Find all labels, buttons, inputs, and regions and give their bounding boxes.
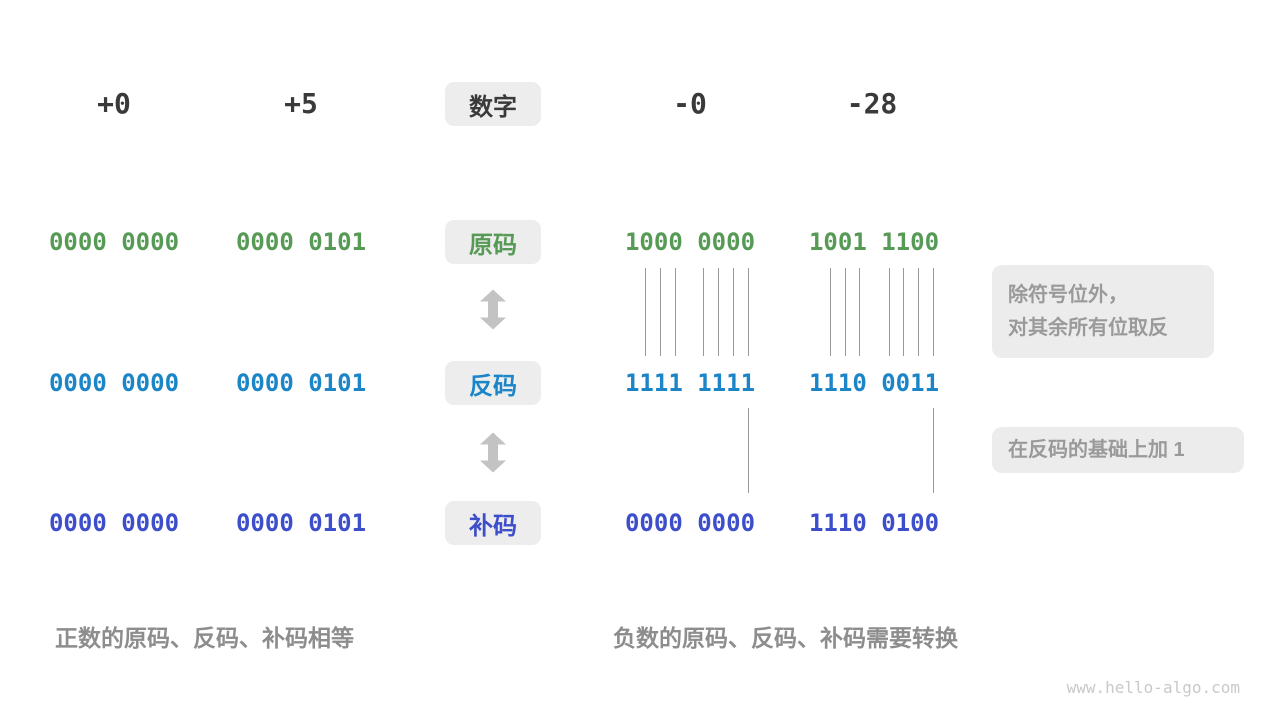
convert-arrow-icon — [480, 432, 506, 478]
number-plus-5: +5 — [284, 87, 318, 120]
bit-invert-line — [748, 268, 749, 356]
twos-complement-value: 0000 0000 — [624, 509, 756, 537]
bit-invert-line — [660, 268, 661, 356]
add-one-line — [748, 408, 749, 493]
number-minus-0: -0 — [673, 87, 707, 120]
ones-complement-value: 0000 0000 — [48, 369, 180, 397]
invert-annotation: 除符号位外， 对其余所有位取反 — [992, 265, 1214, 358]
twos-complement-value: 0000 0101 — [235, 509, 367, 537]
add-one-line — [933, 408, 934, 493]
sign-magnitude-value: 1000 0000 — [624, 228, 756, 256]
bit-invert-line — [675, 268, 676, 356]
sign-magnitude-value: 0000 0101 — [235, 228, 367, 256]
sign-magnitude-value: 0000 0000 — [48, 228, 180, 256]
watermark: www.hello-algo.com — [1066, 678, 1240, 697]
sign-magnitude-value: 1001 1100 — [808, 228, 940, 256]
bit-invert-line — [733, 268, 734, 356]
negative-caption: 负数的原码、反码、补码需要转换 — [613, 625, 958, 651]
row-label-ones-complement: 反码 — [445, 361, 541, 405]
twos-complement-value: 0000 0000 — [48, 509, 180, 537]
number-plus-0: +0 — [97, 87, 131, 120]
row-label-number: 数字 — [445, 82, 541, 126]
bit-invert-line — [918, 268, 919, 356]
add-one-annotation-text: 在反码的基础上加 1 — [1008, 438, 1185, 461]
bit-invert-line — [889, 268, 890, 356]
bit-invert-line — [845, 268, 846, 356]
bit-invert-line — [703, 268, 704, 356]
row-label-sign-magnitude: 原码 — [445, 220, 541, 264]
row-label-twos-complement: 补码 — [445, 501, 541, 545]
bit-invert-line — [645, 268, 646, 356]
invert-annotation-line2: 对其余所有位取反 — [1008, 316, 1168, 339]
ones-complement-value: 1111 1111 — [624, 369, 756, 397]
ones-complement-value: 0000 0101 — [235, 369, 367, 397]
positive-caption: 正数的原码、反码、补码相等 — [55, 625, 354, 651]
twos-complement-value: 1110 0100 — [808, 509, 940, 537]
bit-invert-line — [933, 268, 934, 356]
bit-invert-line — [859, 268, 860, 356]
number-minus-28: -28 — [846, 87, 898, 120]
bit-invert-line — [830, 268, 831, 356]
ones-complement-value: 1110 0011 — [808, 369, 940, 397]
invert-annotation-line1: 除符号位外， — [1008, 283, 1128, 306]
bit-invert-line — [718, 268, 719, 356]
add-one-annotation: 在反码的基础上加 1 — [992, 427, 1244, 473]
convert-arrow-icon — [480, 289, 506, 335]
bit-invert-line — [903, 268, 904, 356]
